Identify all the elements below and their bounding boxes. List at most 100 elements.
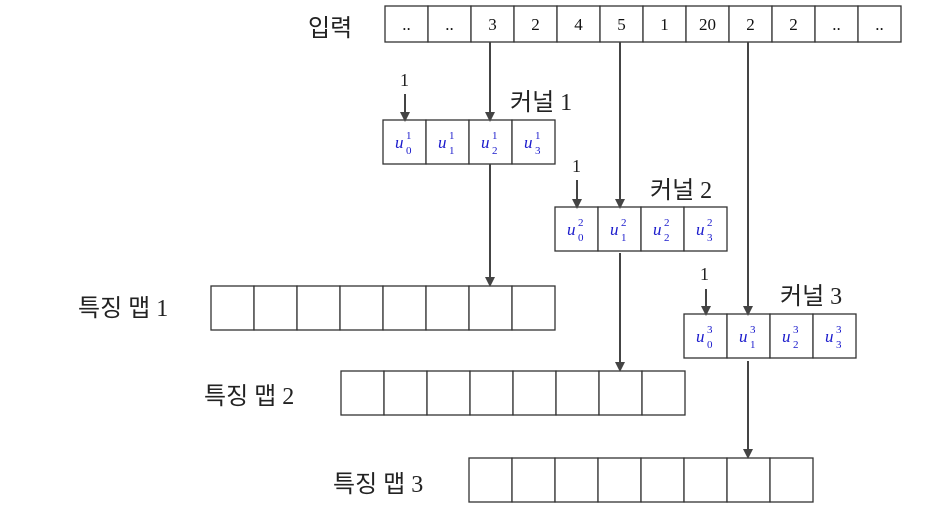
feature-map-cell [512, 370, 557, 416]
input-cell: 2 [513, 5, 558, 43]
input-cell-value: .. [832, 15, 841, 34]
input-cell-value: 2 [746, 15, 755, 34]
feature-map-cell [425, 285, 470, 331]
feature-map-2-label: 특징 맵 2 [204, 383, 294, 410]
input-cell: 20 [685, 5, 730, 43]
input-cell-value: .. [402, 15, 411, 34]
feature-map-cell [554, 457, 599, 503]
weight-symbol: u [524, 133, 533, 152]
input-cell: 3 [470, 5, 515, 43]
weight-superscript: 1 [406, 130, 412, 142]
feature-map-1-label: 특징 맵 1 [78, 295, 168, 322]
input-cell-value: 2 [789, 15, 798, 34]
weight-superscript: 3 [836, 324, 842, 336]
feature-map-cell [426, 370, 471, 416]
weight-symbol: u [395, 133, 404, 152]
input-cell: 5 [599, 5, 644, 43]
input-cell-value: .. [875, 15, 884, 34]
kernel-3-bias-label: 1 [700, 264, 709, 284]
input-cell: .. [857, 5, 902, 43]
input-cell-value: 4 [574, 15, 583, 34]
weight-superscript: 3 [707, 324, 713, 336]
feature-map-cell [253, 285, 298, 331]
input-cell-value: .. [445, 15, 454, 34]
feature-map-cell [598, 370, 643, 416]
weight-symbol: u [653, 220, 662, 239]
feature-map-cell [382, 285, 427, 331]
weight-subscript: 1 [449, 145, 455, 157]
input-cell: .. [427, 5, 472, 43]
kernel-1-bias-label: 1 [400, 70, 409, 90]
feature-map-1 [210, 285, 556, 331]
input-cell: .. [384, 5, 429, 43]
feature-map-cell [340, 370, 385, 416]
feature-map-cell [383, 370, 428, 416]
weight-subscript: 2 [793, 339, 799, 351]
feature-map-cell [468, 285, 513, 331]
feature-map-cell [469, 370, 514, 416]
weight-symbol: u [739, 327, 748, 346]
weight-symbol: u [696, 220, 705, 239]
input-cell-value: 3 [488, 15, 497, 34]
weight-subscript: 3 [836, 339, 842, 351]
kernel-1-label: 커널 1 [510, 89, 572, 116]
feature-map-2 [340, 370, 686, 416]
weight-symbol: u [782, 327, 791, 346]
feature-map-3 [468, 457, 814, 503]
weight-symbol: u [567, 220, 576, 239]
input-cell: 2 [728, 5, 773, 43]
feature-map-cell [641, 370, 686, 416]
input-cell: .. [814, 5, 859, 43]
weight-subscript: 0 [707, 339, 713, 351]
weight-symbol: u [610, 220, 619, 239]
feature-map-cell [683, 457, 728, 503]
weight-superscript: 2 [707, 217, 713, 229]
feature-map-3-label: 특징 맵 3 [333, 471, 423, 498]
weight-subscript: 1 [621, 232, 627, 244]
input-cell-value: 2 [531, 15, 540, 34]
weight-subscript: 2 [492, 145, 498, 157]
input-cell-value: 20 [699, 15, 716, 34]
input-cell-value: 1 [660, 15, 669, 34]
weight-symbol: u [825, 327, 834, 346]
feature-map-cell [339, 285, 384, 331]
input-cell: 1 [642, 5, 687, 43]
feature-map-cell [597, 457, 642, 503]
feature-map-cell [555, 370, 600, 416]
input-cell: 4 [556, 5, 601, 43]
weight-subscript: 0 [406, 145, 412, 157]
weight-subscript: 0 [578, 232, 584, 244]
weight-superscript: 1 [449, 130, 455, 142]
kernel-3-label: 커널 3 [780, 283, 842, 310]
weight-symbol: u [696, 327, 705, 346]
input-label: 입력 [308, 15, 352, 42]
weight-symbol: u [481, 133, 490, 152]
weight-subscript: 3 [707, 232, 713, 244]
weight-superscript: 1 [535, 130, 541, 142]
feature-map-cell [210, 285, 255, 331]
kernel-2-label: 커널 2 [650, 177, 712, 204]
weight-subscript: 2 [664, 232, 670, 244]
feature-map-cell [296, 285, 341, 331]
weight-superscript: 1 [492, 130, 498, 142]
weight-symbol: u [438, 133, 447, 152]
kernel-2-bias-label: 1 [572, 156, 581, 176]
weight-superscript: 3 [793, 324, 799, 336]
feature-map-cell [511, 285, 556, 331]
feature-map-cell [640, 457, 685, 503]
feature-map-cell [769, 457, 814, 503]
feature-map-cell [726, 457, 771, 503]
weight-superscript: 3 [750, 324, 756, 336]
arrows [400, 42, 753, 459]
